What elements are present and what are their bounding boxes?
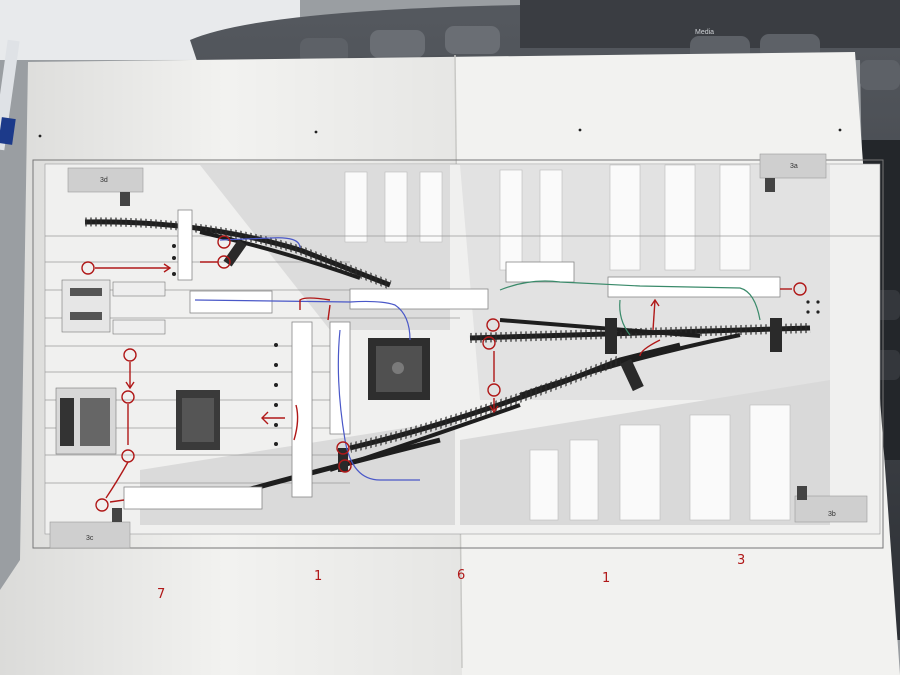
pen <box>0 39 20 151</box>
keyboard-key-label: Media <box>695 29 714 36</box>
corner-label: 3a <box>790 163 798 170</box>
corner-label: 3c <box>86 535 94 542</box>
plan-frame <box>32 159 884 549</box>
module-center <box>368 338 430 400</box>
platform-strips <box>344 164 791 521</box>
corner-box-top-right: 3a <box>759 153 827 179</box>
keyboard-key <box>445 26 500 54</box>
handwritten-mark: 3 <box>737 553 745 568</box>
buffer-stops <box>112 178 807 522</box>
keyboard-key <box>370 30 425 58</box>
module-center-left <box>176 390 220 450</box>
corner-box-bottom-left: 3c <box>49 521 131 549</box>
handwritten-marks: 7 1 6 1 3 <box>157 553 745 602</box>
corner-label: 3d <box>100 177 108 184</box>
module-left-bottom <box>55 387 117 455</box>
handwritten-mark: 6 <box>457 568 465 583</box>
label-strips <box>123 209 781 510</box>
connector-row <box>112 281 166 335</box>
handwritten-mark: 7 <box>157 587 165 602</box>
handwritten-mark: 1 <box>314 569 322 584</box>
module-left-top <box>61 279 111 333</box>
blue-wires <box>194 237 420 481</box>
handwritten-mark: 1 <box>602 571 610 586</box>
corner-box-bottom-right: 3b <box>794 495 868 523</box>
corner-box-top-left: 3d <box>67 167 144 193</box>
track-plan: 3d 3a 3c 3b <box>32 128 884 549</box>
red-annotations <box>81 235 807 512</box>
green-wires <box>499 280 761 336</box>
keyboard-key <box>860 60 900 90</box>
black-dots <box>38 128 842 446</box>
corner-label: 3b <box>828 511 836 518</box>
